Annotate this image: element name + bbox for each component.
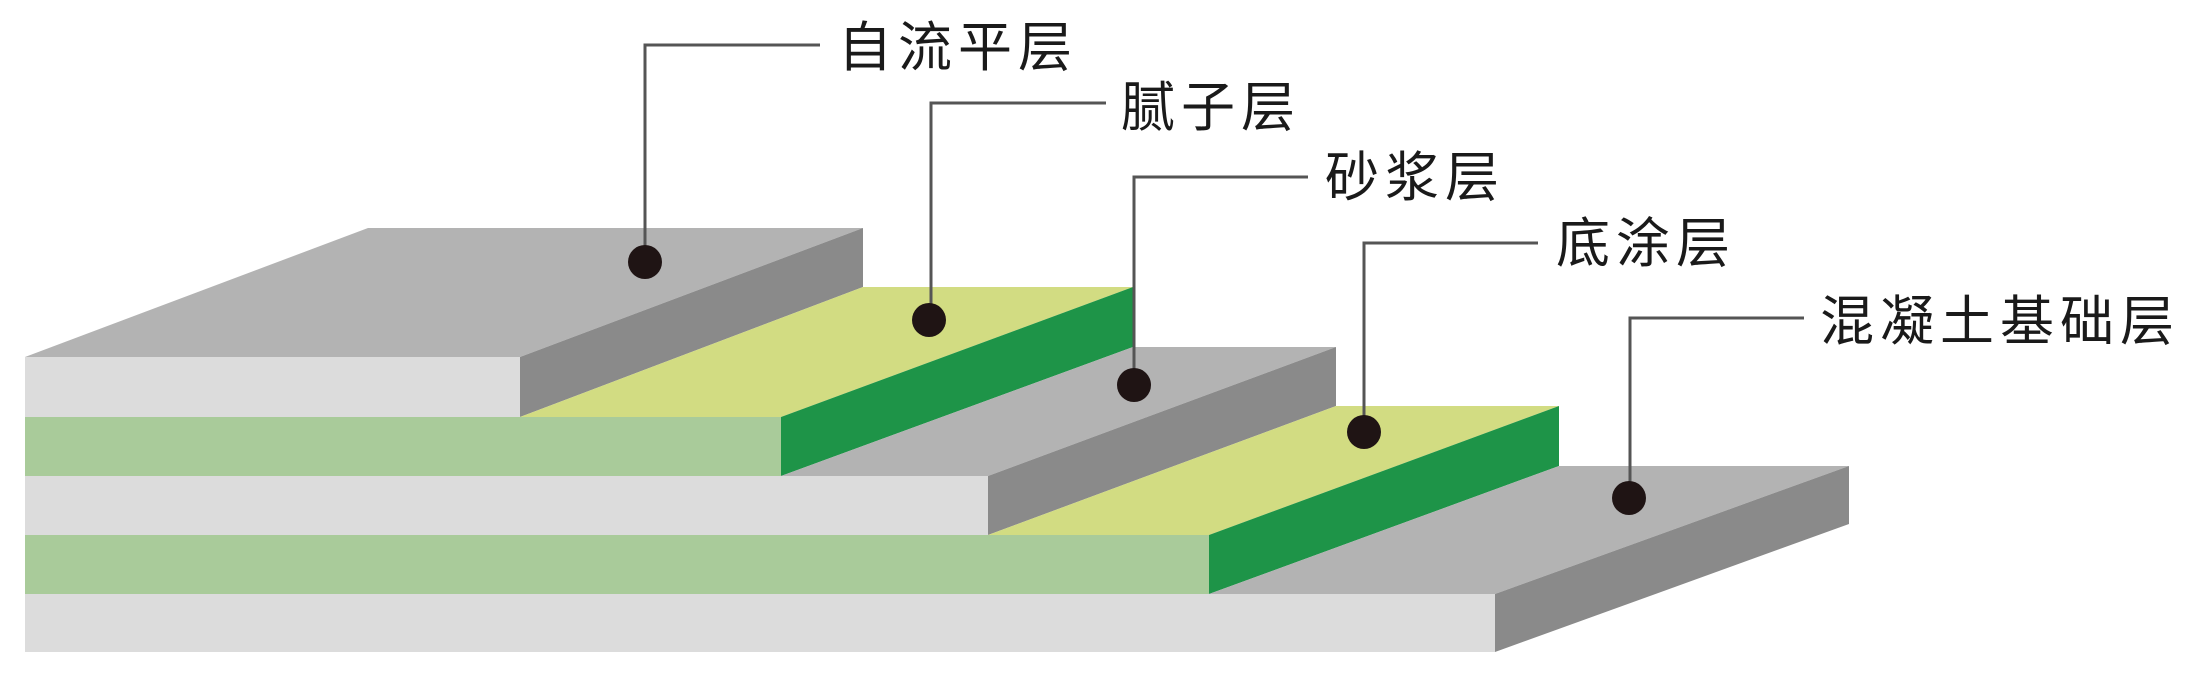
leader-concrete	[1628, 316, 1804, 498]
marker-dot-mortar	[1117, 368, 1151, 402]
top-concrete	[1209, 466, 1849, 594]
label-mortar: 砂浆层	[1325, 146, 1505, 209]
marker-dot-self-leveling	[628, 245, 662, 279]
label-putty: 腻子层	[1121, 76, 1301, 139]
front-green-layer-2	[25, 535, 1209, 594]
label-primer: 底涂层	[1556, 212, 1736, 275]
side-concrete	[1495, 466, 1849, 652]
leader-mortar	[1132, 175, 1308, 384]
side-primer	[1209, 406, 1559, 594]
front-gray-layer-1	[25, 357, 520, 417]
top-mortar	[781, 347, 1336, 476]
leader-self-leveling	[643, 43, 820, 262]
top-putty	[520, 287, 1133, 417]
front-gray-layer-3	[25, 594, 1495, 652]
marker-dot-primer	[1347, 415, 1381, 449]
front-green-layer-1	[25, 417, 781, 476]
marker-dot-putty	[912, 303, 946, 337]
leader-primer	[1362, 241, 1538, 432]
front-gray-layer-2	[25, 476, 988, 535]
side-putty	[781, 287, 1133, 476]
label-concrete: 混凝土基础层	[1820, 290, 2180, 353]
side-self-leveling	[520, 228, 863, 417]
leader-putty	[929, 101, 1106, 320]
label-self-leveling: 自流平层	[838, 16, 1078, 79]
top-primer	[988, 406, 1559, 535]
side-mortar	[988, 347, 1336, 535]
marker-dot-concrete	[1612, 481, 1646, 515]
